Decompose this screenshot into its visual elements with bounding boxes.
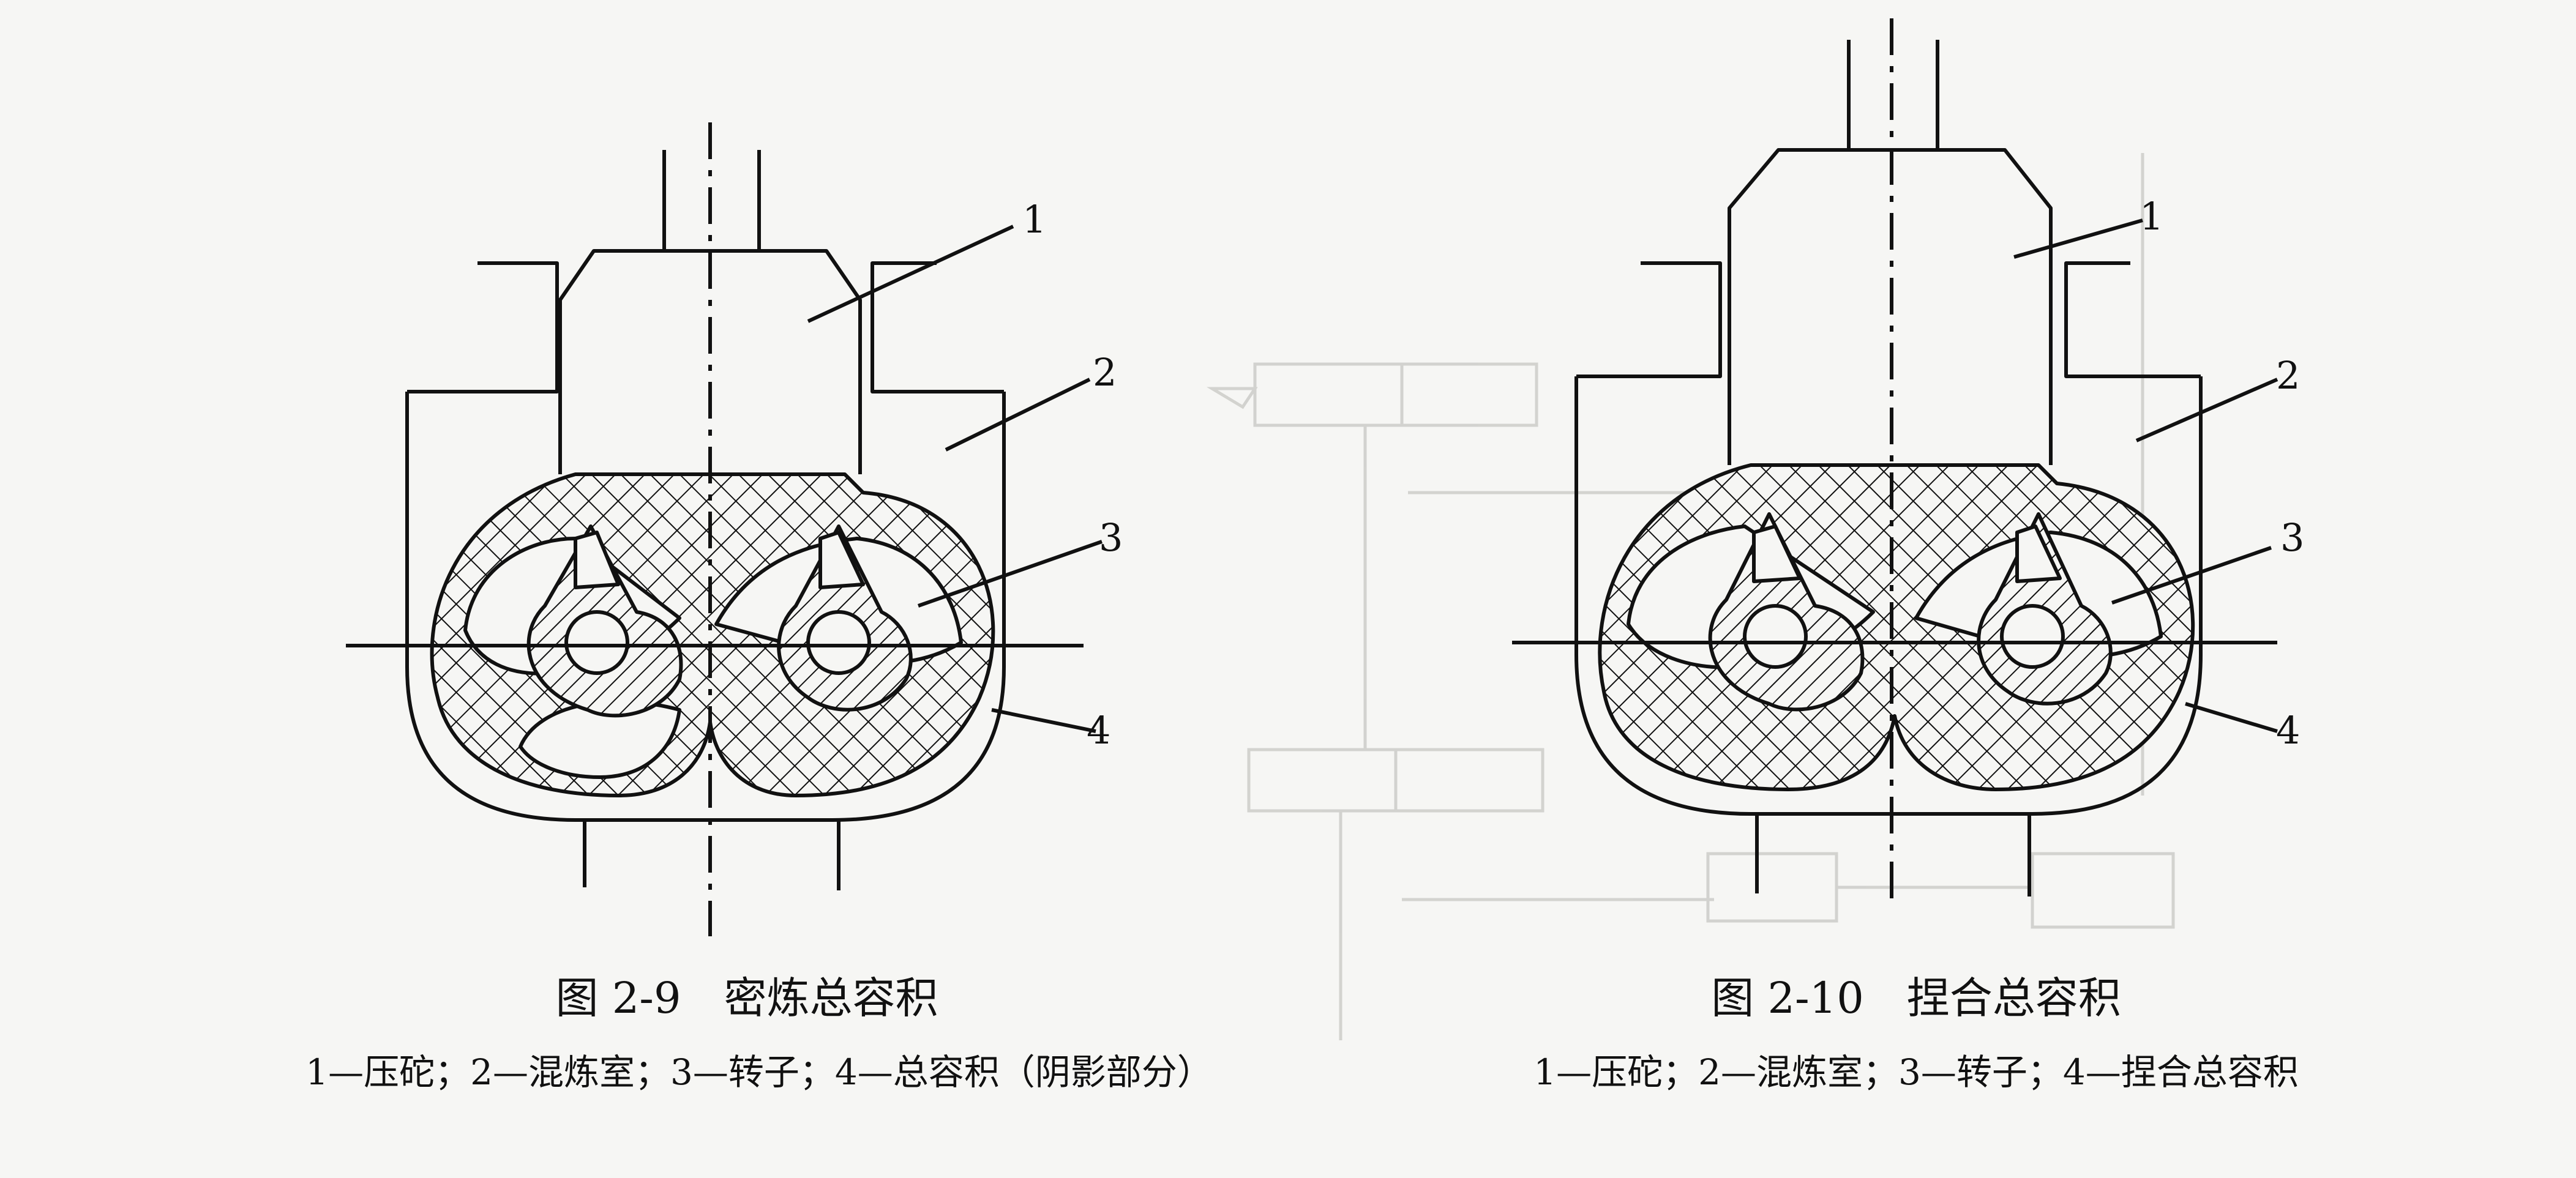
figure-2-10-labels: 1 2 3 4 bbox=[2140, 194, 2304, 753]
fig-2-10-label-3: 3 bbox=[2280, 515, 2304, 560]
fig-2-10-title: 图 2-10 捏合总容积 bbox=[1711, 973, 2121, 1023]
figure-2-9-drawing bbox=[346, 122, 1103, 936]
fig-2-10-label-4: 4 bbox=[2276, 708, 2300, 753]
fig-2-9-label-3: 3 bbox=[1099, 515, 1123, 560]
figure-2-10-drawing bbox=[1512, 18, 2278, 906]
fig-2-10-label-1: 1 bbox=[2140, 194, 2163, 239]
fig-2-9-label-2: 2 bbox=[1093, 350, 1117, 395]
fig-2-9-label-4: 4 bbox=[1087, 708, 1110, 753]
figure-2-9-labels: 1 2 3 4 bbox=[1022, 197, 1123, 753]
fig-2-9-title: 图 2-9 密炼总容积 bbox=[555, 973, 938, 1023]
fig-2-10-legend: 1—压砣；2—混炼室；3—转子；4—捏合总容积 bbox=[1533, 1051, 2299, 1093]
fig-2-10-label-2: 2 bbox=[2276, 353, 2300, 398]
fig-2-9-legend: 1—压砣；2—混炼室；3—转子；4—总容积（阴影部分） bbox=[305, 1051, 1213, 1093]
fig-2-9-label-1: 1 bbox=[1022, 197, 1046, 242]
